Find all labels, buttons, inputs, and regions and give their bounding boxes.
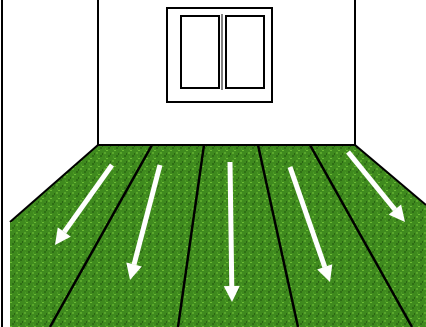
window-icon: [167, 8, 272, 102]
